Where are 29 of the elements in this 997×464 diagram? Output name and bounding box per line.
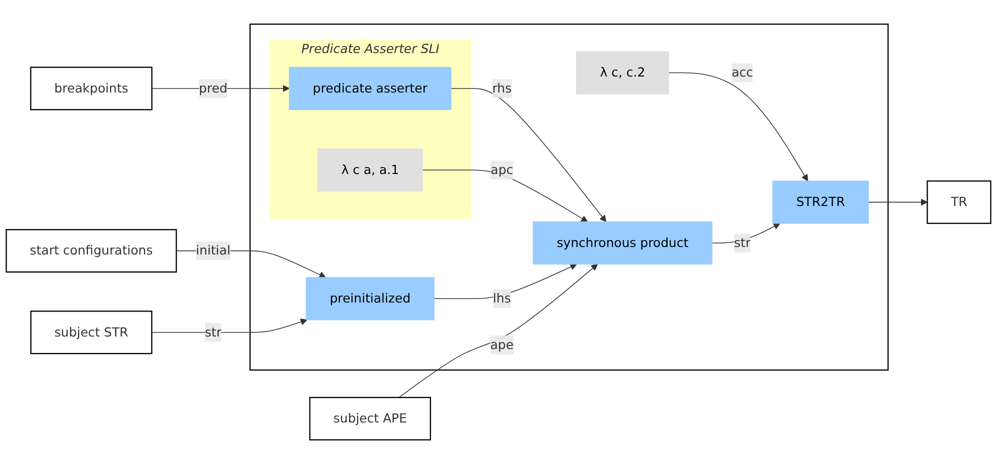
- node-box: preinitialized: [306, 277, 434, 320]
- node-box: subject STR: [30, 310, 152, 354]
- edge-label: lhs: [492, 290, 511, 306]
- arrow: [434, 264, 578, 300]
- node-box: λ c a, a.1: [317, 148, 423, 192]
- node-box: synchronous product: [532, 221, 712, 265]
- arrow: [668, 72, 808, 182]
- arrow: [712, 223, 780, 244]
- edge-label: str: [734, 235, 751, 250]
- node-box: start configurations: [6, 229, 177, 273]
- arrow: [398, 264, 598, 398]
- node-box: TR: [926, 180, 992, 224]
- node-box: STR2TR: [772, 180, 869, 224]
- edge-label: apc: [490, 162, 514, 178]
- arrow: [422, 170, 588, 222]
- arrow: [868, 198, 928, 206]
- arrow: [450, 88, 606, 222]
- arrow: [151, 318, 308, 333]
- node-box: subject APE: [309, 396, 432, 440]
- node-box: predicate asserter: [288, 66, 452, 110]
- cluster: [249, 24, 889, 371]
- node-box: λ c, c.2: [576, 51, 670, 94]
- edge-label: ape: [490, 337, 514, 352]
- edge-label: rhs: [492, 80, 512, 96]
- edge-label: initial: [196, 242, 230, 258]
- edge-label: str: [204, 324, 222, 340]
- edge-label: pred: [198, 80, 228, 96]
- node-box: breakpoints: [30, 66, 152, 110]
- edge-label: acc: [732, 64, 754, 80]
